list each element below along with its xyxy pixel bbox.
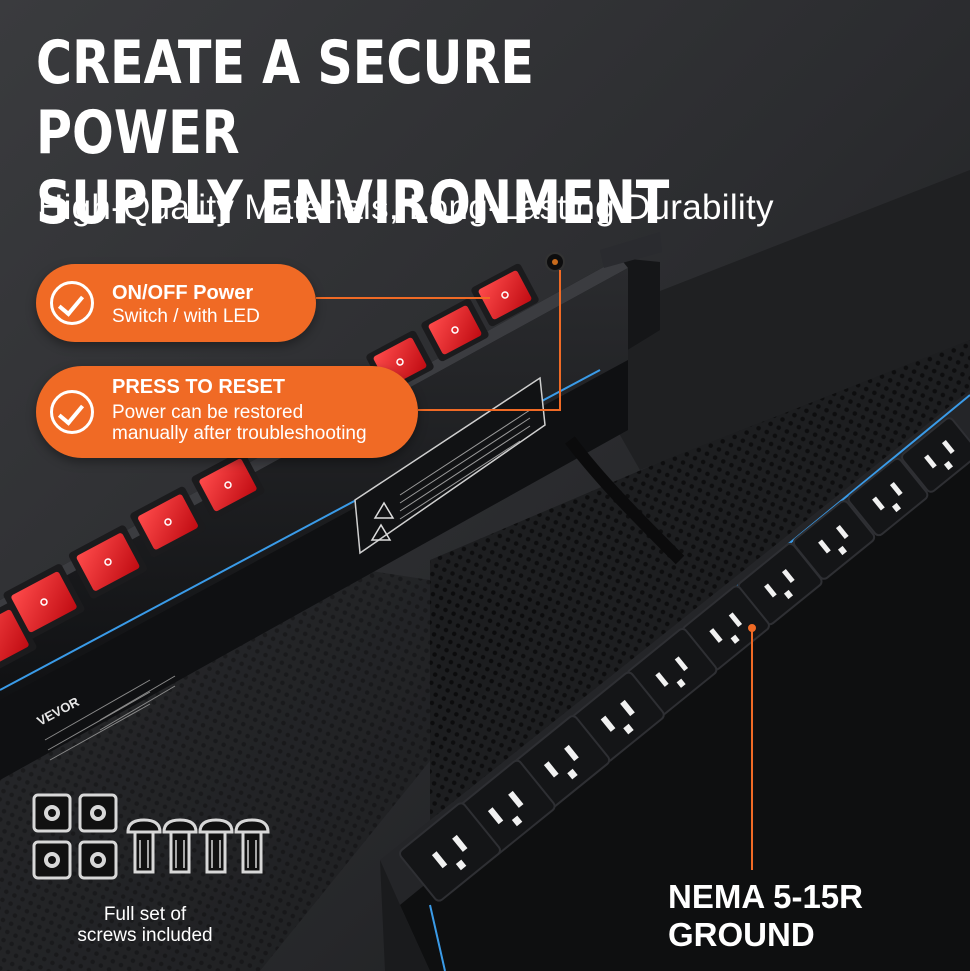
callout-description: Switch / with LED	[112, 306, 260, 327]
callout-leader-lines	[316, 270, 756, 870]
screws-label-line-2: screws included	[77, 925, 213, 946]
headline: CREATE A SECURE POWER SUPPLY ENVIRONMENT	[36, 28, 692, 238]
callout-description-line-2: manually after troubleshooting	[112, 423, 367, 444]
subtitle: High-Quality Materials, Long-Lasting Dur…	[38, 188, 774, 227]
check-circle-icon	[50, 281, 94, 325]
headline-line-1: CREATE A SECURE POWER	[36, 28, 534, 168]
callout-description: Power can be restored manually after tro…	[112, 402, 367, 444]
callout-power-switch: ON/OFF Power Switch / with LED	[36, 264, 316, 342]
switch-pdu: VEVOR	[0, 232, 662, 780]
screws-kit-icon	[32, 793, 270, 880]
nema-outlets	[399, 417, 970, 902]
outlet-pdu	[380, 390, 970, 971]
callout-title: ON/OFF Power	[112, 282, 254, 304]
callout-title: PRESS TO RESET	[112, 376, 286, 398]
callout-description-line-1: Power can be restored	[112, 402, 304, 423]
outlet-type-line-1: NEMA 5-15R	[668, 878, 863, 915]
outlet-type-label: NEMA 5-15R GROUND	[668, 878, 863, 954]
outlet-type-line-2: GROUND	[668, 916, 815, 953]
screws-label: Full set of screws included	[40, 904, 250, 946]
callout-press-to-reset: PRESS TO RESET Power can be restored man…	[36, 366, 418, 458]
screws-label-line-1: Full set of	[103, 904, 187, 925]
headline-line-2: SUPPLY ENVIRONMENT	[36, 168, 670, 238]
check-circle-icon	[50, 390, 94, 434]
rocker-switches	[0, 263, 539, 678]
